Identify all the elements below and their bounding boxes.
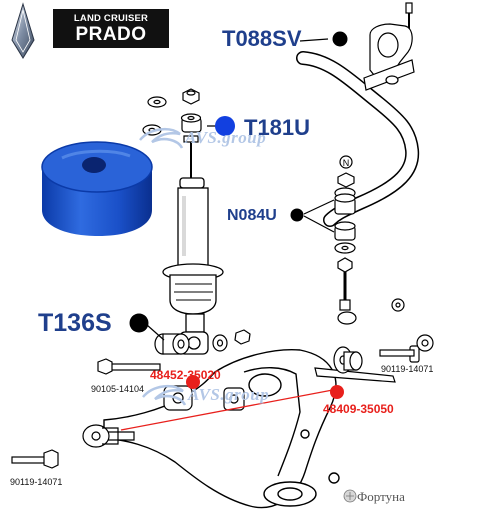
part-number-48409: 48409-35050 bbox=[323, 402, 394, 416]
svg-text:N: N bbox=[343, 158, 350, 168]
callout-t088sv: T088SV bbox=[222, 26, 302, 51]
red-leader-line bbox=[120, 388, 339, 431]
part-number-90105: 90105-14104 bbox=[91, 384, 145, 394]
brand-line1: LAND CRUISER bbox=[73, 13, 149, 24]
part-number-90119-right: 90119-14071 bbox=[381, 364, 434, 374]
brand-plate bbox=[53, 9, 169, 48]
lower-shock-bushing bbox=[154, 329, 251, 355]
part-number-48452: 48452-35020 bbox=[150, 368, 221, 382]
stabilizer-bracket bbox=[363, 2, 415, 91]
blue-bushing-image bbox=[41, 141, 153, 236]
avs-swirl-top-icon bbox=[139, 127, 184, 149]
part-number-90119-left: 90119-14071 bbox=[10, 477, 63, 487]
t088sv-marker bbox=[332, 31, 348, 47]
fortuna-watermark: Фортуна bbox=[357, 489, 405, 504]
avs-watermark-bottom: AVS.group bbox=[188, 385, 270, 404]
brand-line2: PRADO bbox=[75, 24, 147, 45]
t136s-marker bbox=[129, 313, 149, 333]
callout-t181u: T181U bbox=[244, 115, 311, 140]
48409-marker bbox=[330, 385, 344, 399]
toyota-emblem bbox=[11, 2, 35, 59]
front-bolts bbox=[11, 334, 434, 469]
stabilizer-link-stack: N bbox=[334, 155, 405, 325]
cam-bolt-assembly bbox=[314, 346, 396, 383]
fortuna-emblem bbox=[343, 489, 357, 503]
avs-swirl-bottom-icon bbox=[142, 384, 187, 406]
avs-watermark-top: AVS.group bbox=[185, 128, 267, 147]
shock-absorber bbox=[162, 177, 224, 355]
callout-t136s: T136S bbox=[38, 309, 112, 337]
t181u-marker bbox=[215, 116, 235, 136]
lower-control-arm bbox=[103, 348, 340, 509]
n084u-marker bbox=[290, 208, 304, 222]
48452-marker bbox=[186, 375, 200, 389]
callout-n084u: N084U bbox=[227, 207, 277, 224]
